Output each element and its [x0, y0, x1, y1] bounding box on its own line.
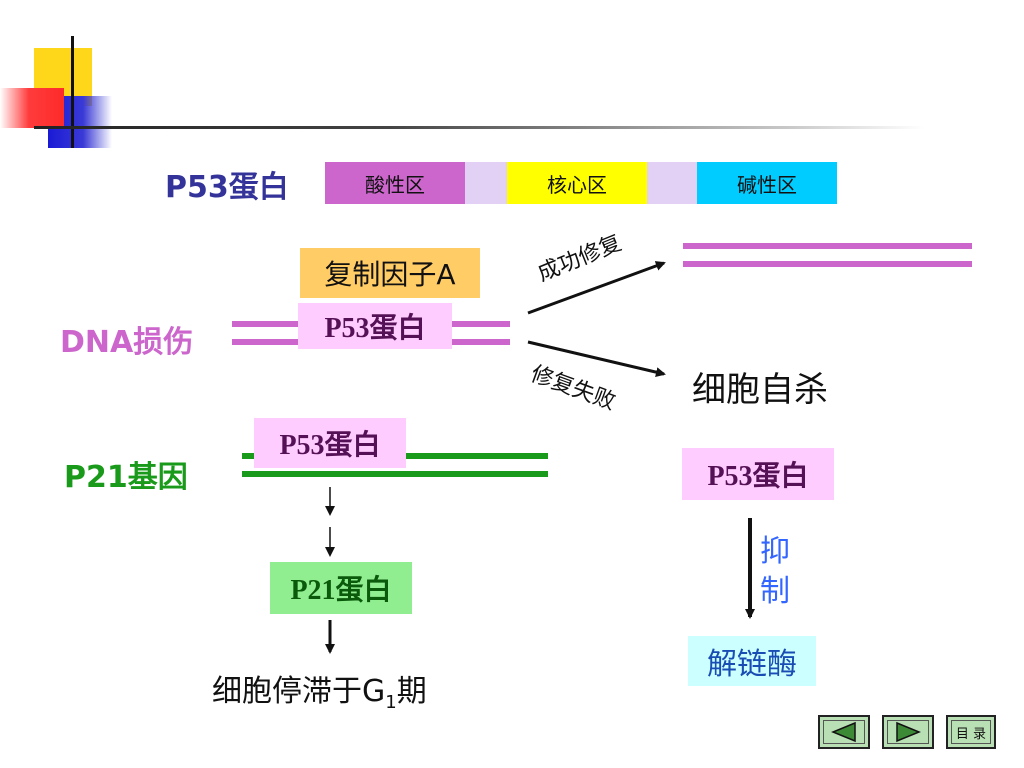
spacer-domain-2 — [647, 162, 697, 204]
deco-red-square — [0, 88, 64, 128]
p21-gene-strand-bottom — [242, 471, 548, 477]
deco-horizontal-line — [34, 126, 924, 129]
inhibit-label-1: 抑 — [760, 534, 790, 569]
cell-arrest-subscript: 1 — [385, 692, 397, 713]
cell-arrest-tail: 期 — [396, 674, 427, 709]
p53-box-p21: P53蛋白 — [254, 418, 406, 468]
p21-protein-label: P21蛋白 — [290, 575, 392, 606]
cell-arrest-main: 细胞停滞于G — [212, 674, 386, 709]
deco-vertical-line — [71, 36, 74, 148]
helicase-box: 解链酶 — [688, 636, 816, 686]
p53-label-dna: P53蛋白 — [324, 313, 426, 344]
table-of-contents-button[interactable]: 目 录 — [946, 715, 996, 749]
p53-box-helicase: P53蛋白 — [682, 448, 834, 500]
cell-arrest-label: 细胞停滞于G1期 — [212, 666, 427, 713]
p21-protein-box: P21蛋白 — [270, 562, 412, 614]
next-slide-button[interactable] — [882, 715, 934, 749]
inhibit-label-2: 制 — [760, 574, 790, 609]
repaired-dna-strand-bottom — [683, 261, 972, 267]
p53-label-p21: P53蛋白 — [279, 430, 381, 461]
prev-slide-button[interactable] — [818, 715, 870, 749]
triangle-right-icon — [896, 721, 921, 743]
p53-box-dna: P53蛋白 — [298, 303, 452, 349]
basic-domain: 碱性区 — [697, 162, 837, 204]
core-domain-label: 核心区 — [547, 172, 607, 197]
apoptosis-label: 细胞自杀 — [692, 370, 828, 410]
toc-label: 目 录 — [955, 726, 987, 742]
p21-gene-label: P21基因 — [64, 460, 188, 495]
failure-arrow — [527, 340, 666, 378]
basic-domain-label: 碱性区 — [737, 172, 797, 197]
replication-factor-a-label: 复制因子A — [324, 258, 456, 291]
repaired-dna-strand-top — [683, 243, 972, 249]
helicase-label: 解链酶 — [707, 647, 797, 682]
acidic-domain-label: 酸性区 — [365, 172, 425, 197]
triangle-left-icon — [831, 721, 856, 743]
replication-factor-a-box: 复制因子A — [300, 248, 480, 298]
acidic-domain: 酸性区 — [325, 162, 465, 204]
protein-label: P53蛋白 — [165, 170, 289, 205]
dna-damage-label: DNA损伤 — [60, 325, 194, 360]
success-arrow — [527, 261, 666, 315]
core-domain: 核心区 — [507, 162, 647, 204]
p53-label-helicase: P53蛋白 — [707, 461, 809, 492]
spacer-domain-1 — [465, 162, 507, 204]
